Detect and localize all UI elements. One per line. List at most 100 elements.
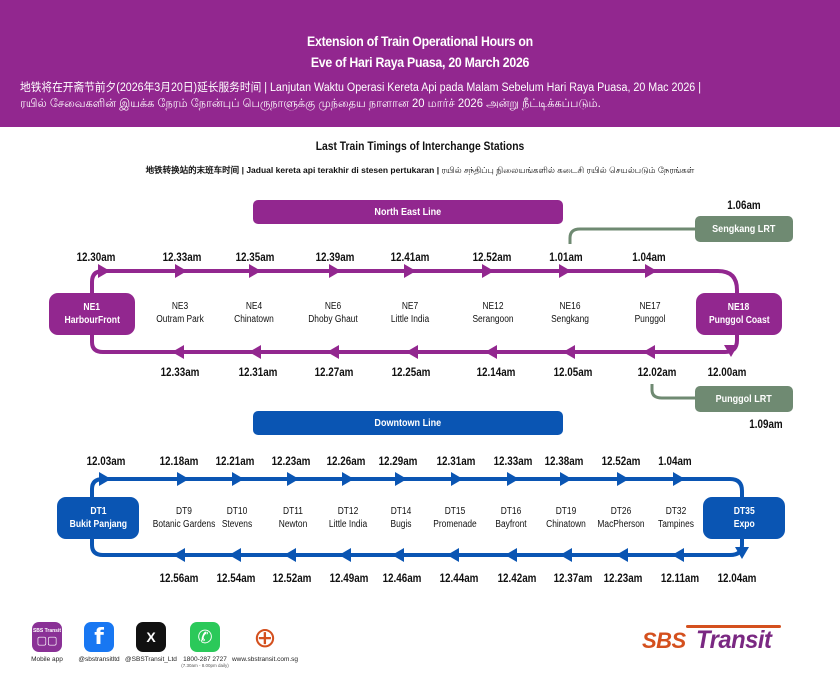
station-name: Bayfront: [495, 519, 527, 530]
station-code: DT12: [337, 506, 359, 517]
separator: |: [241, 165, 244, 175]
station-name: Tampines: [658, 519, 694, 530]
lrt-label-text: Sengkang LRT: [712, 223, 776, 235]
dt-out-time: 12.38am: [544, 454, 584, 468]
station-name: Chinatown: [234, 314, 274, 325]
station-name: Bukit Panjang: [69, 519, 127, 530]
logo-sbs: SBS: [642, 628, 686, 653]
terminal-dt1: DT1 Bukit Panjang: [57, 497, 139, 539]
bus-train-glyph: ▢▢: [36, 634, 58, 647]
subtitle-tamil: ரயில் சேவைகளின் இயக்க நேரம் நோன்புப் பெர…: [20, 98, 601, 110]
station-name: Expo: [733, 519, 755, 530]
dt-in-time: 12.49am: [329, 571, 369, 585]
station-code: DT35: [733, 506, 755, 517]
footer-phone[interactable]: ✆ 1800-287 2727 (7.30am - 8.00pm daily): [170, 622, 240, 668]
ne-out-time: 1.01am: [549, 250, 583, 264]
station-code: DT19: [555, 506, 577, 517]
title-line-1: Extension of Train Operational Hours on: [307, 33, 533, 49]
separator: |: [436, 165, 440, 175]
logo-swoosh: [686, 625, 781, 628]
dt-out-time: 12.18am: [159, 454, 199, 468]
station-name: Punggol: [634, 314, 666, 325]
footer-label: 1800-287 2727: [183, 656, 227, 663]
dt-out-time: 12.21am: [215, 454, 255, 468]
north-east-line-arrows: [98, 264, 738, 359]
station-name: Punggol Coast: [708, 315, 770, 326]
x-icon: X: [136, 622, 166, 652]
station-code: DT1: [89, 506, 107, 517]
phone-glyph: ✆: [197, 626, 213, 648]
facebook-icon: f: [84, 622, 114, 652]
lrt-connectors: [568, 227, 698, 400]
dt-in-time: 12.52am: [272, 571, 312, 585]
title-line-2: Eve of Hari Raya Puasa, 20 March 2026: [310, 54, 530, 70]
station-code: DT14: [390, 506, 412, 517]
station-name: Chinatown: [546, 519, 586, 530]
ne-in-time: 12.05am: [553, 365, 593, 379]
punggol-lrt-label: Punggol LRT: [695, 386, 793, 412]
terminal-ne1: NE1 HarbourFront: [49, 293, 135, 335]
station-name: Sengkang: [551, 314, 589, 325]
globe-icon: ⊕: [250, 620, 280, 654]
ne-out-time: 12.35am: [235, 250, 275, 264]
footer-website[interactable]: ⊕ www.sbstransit.com.sg: [230, 620, 300, 664]
station-name: Bugis: [390, 519, 412, 530]
footer-label: @SBSTransit_Ltd: [125, 656, 177, 663]
station-code: NE7: [401, 301, 419, 312]
footer-mobile-app[interactable]: SBS Transit ▢▢ Mobile app: [12, 622, 82, 663]
dt-out-time: 12.26am: [326, 454, 366, 468]
station-name: Serangoon: [472, 314, 514, 325]
facebook-glyph: f: [94, 624, 104, 650]
dt-out-time: 12.23am: [271, 454, 311, 468]
station-code: DT26: [610, 506, 632, 517]
dt-in-time: 12.37am: [553, 571, 593, 585]
dt-in-time: 12.54am: [216, 571, 256, 585]
line-label-text: North East Line: [374, 206, 442, 218]
footer-facebook[interactable]: f @sbstransitltd: [64, 622, 134, 663]
dt-out-time: 12.31am: [436, 454, 476, 468]
ne-out-time: 12.39am: [315, 250, 355, 264]
station-name: HarbourFront: [64, 315, 120, 326]
sengkang-lrt-time: 1.06am: [727, 198, 761, 212]
section-sub-malay: Jadual kereta api terakhir di stesen per…: [246, 165, 435, 175]
station-name: Stevens: [221, 519, 253, 530]
footer-x[interactable]: X @SBSTransit_Ltd: [116, 622, 186, 663]
ne-in-time: 12.27am: [314, 365, 354, 379]
globe-glyph: ⊕: [253, 620, 277, 654]
station-name: Botanic Gardens: [152, 519, 216, 530]
station-name: Newton: [278, 519, 308, 530]
station-code: NE17: [639, 301, 661, 312]
ne-out-time: 12.41am: [390, 250, 430, 264]
header-banner: Extension of Train Operational Hours on …: [0, 0, 840, 127]
station-code: DT15: [444, 506, 466, 517]
footer-label: Mobile app: [31, 656, 63, 663]
sengkang-lrt-label: Sengkang LRT: [695, 216, 793, 242]
ne-in-time: 12.14am: [476, 365, 516, 379]
dt-out-time: 1.04am: [658, 454, 692, 468]
section-title: Last Train Timings of Interchange Statio…: [315, 139, 525, 153]
ne-out-time: 12.52am: [472, 250, 512, 264]
line-label-text: Downtown Line: [374, 417, 442, 429]
dt-in-time: 12.56am: [159, 571, 199, 585]
dt-in-time: 12.11am: [660, 571, 700, 585]
logo-transit: Transit: [696, 626, 772, 654]
terminal-dt35: DT35 Expo: [703, 497, 785, 539]
dt-out-time: 12.03am: [86, 454, 126, 468]
section-sub-tamil: ரயில் சந்திப்பு நிலையங்களில் கடைசி ரயில்…: [441, 165, 695, 175]
ne-in-time: 12.31am: [238, 365, 278, 379]
phone-icon: ✆: [190, 622, 220, 652]
downtown-line-arrows: [99, 472, 749, 562]
